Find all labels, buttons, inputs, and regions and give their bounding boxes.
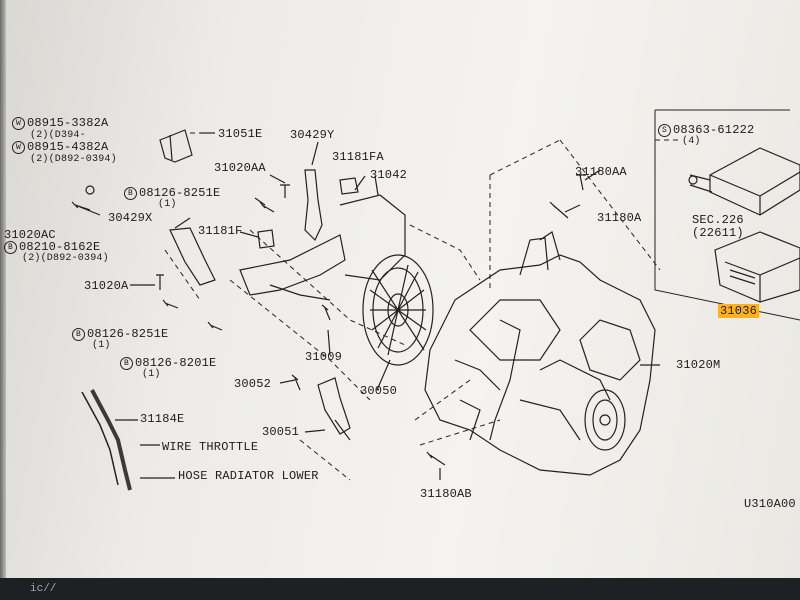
part-label-30429X: 30429X bbox=[108, 211, 153, 225]
monitor-bezel-bottom bbox=[0, 578, 800, 600]
s-marker-icon: S bbox=[658, 124, 671, 137]
part-label-31009: 31009 bbox=[305, 350, 343, 364]
part-label-30050: 30050 bbox=[360, 384, 398, 398]
part-label-31184E: 31184E bbox=[140, 412, 185, 426]
highlighted-part-number: 31036 bbox=[718, 304, 760, 318]
taskbar-text: ic// bbox=[30, 583, 57, 595]
part-label-31020M: 31020M bbox=[676, 358, 721, 372]
part-label-30051: 30051 bbox=[262, 425, 300, 439]
part-sub-label: (1) bbox=[158, 199, 177, 210]
b-marker-icon: B bbox=[124, 187, 137, 200]
part-label-31051E: 31051E bbox=[218, 127, 263, 141]
part-sub-label: (1) bbox=[142, 369, 161, 380]
section-ref-sub-label: (22611) bbox=[692, 226, 744, 240]
b-marker-icon: B bbox=[4, 241, 17, 254]
w-marker-icon: W bbox=[12, 141, 25, 154]
part-sub-label: (2)(D892-0394) bbox=[22, 253, 109, 264]
part-label-30429Y: 30429Y bbox=[290, 128, 335, 142]
wire-throttle-label: WIRE THROTTLE bbox=[162, 440, 259, 454]
part-label-30052: 30052 bbox=[234, 377, 272, 391]
part-sub-label: (2)(D892-0394) bbox=[30, 154, 117, 165]
part-label-31180AA: 31180AA bbox=[575, 165, 627, 179]
diagram-code: U310A00 bbox=[744, 497, 796, 511]
part-label-31180AB: 31180AB bbox=[420, 487, 472, 501]
hose-radiator-lower-label: HOSE RADIATOR LOWER bbox=[178, 469, 319, 483]
part-label-31180A: 31180A bbox=[597, 211, 642, 225]
w-marker-icon: W bbox=[12, 117, 25, 130]
monitor-bezel-left bbox=[0, 0, 6, 600]
transmission-illustration bbox=[424, 231, 656, 476]
torque-converter-illustration bbox=[362, 254, 434, 366]
part-label-31042: 31042 bbox=[370, 168, 408, 182]
part-label-31036: 31036 bbox=[718, 304, 760, 318]
part-label-31020AC: 31020AC bbox=[4, 228, 56, 242]
shroud-illustration bbox=[239, 234, 346, 296]
cover-plate-illustration bbox=[339, 194, 406, 281]
part-sub-label: (1) bbox=[92, 340, 111, 351]
part-label-31020A: 31020A bbox=[84, 279, 129, 293]
part-sub-label: (2)(D394- bbox=[30, 130, 86, 141]
part-label-31020AA: 31020AA bbox=[214, 161, 266, 175]
b-marker-icon: B bbox=[120, 357, 133, 370]
ecu-module-illustration bbox=[688, 147, 800, 303]
b-marker-icon: B bbox=[72, 328, 85, 341]
section-ref-label: SEC.226 bbox=[692, 213, 744, 227]
part-sub-label: (4) bbox=[682, 136, 701, 147]
part-label-31181FA: 31181FA bbox=[332, 150, 384, 164]
part-label-31181F: 31181F bbox=[198, 224, 243, 238]
